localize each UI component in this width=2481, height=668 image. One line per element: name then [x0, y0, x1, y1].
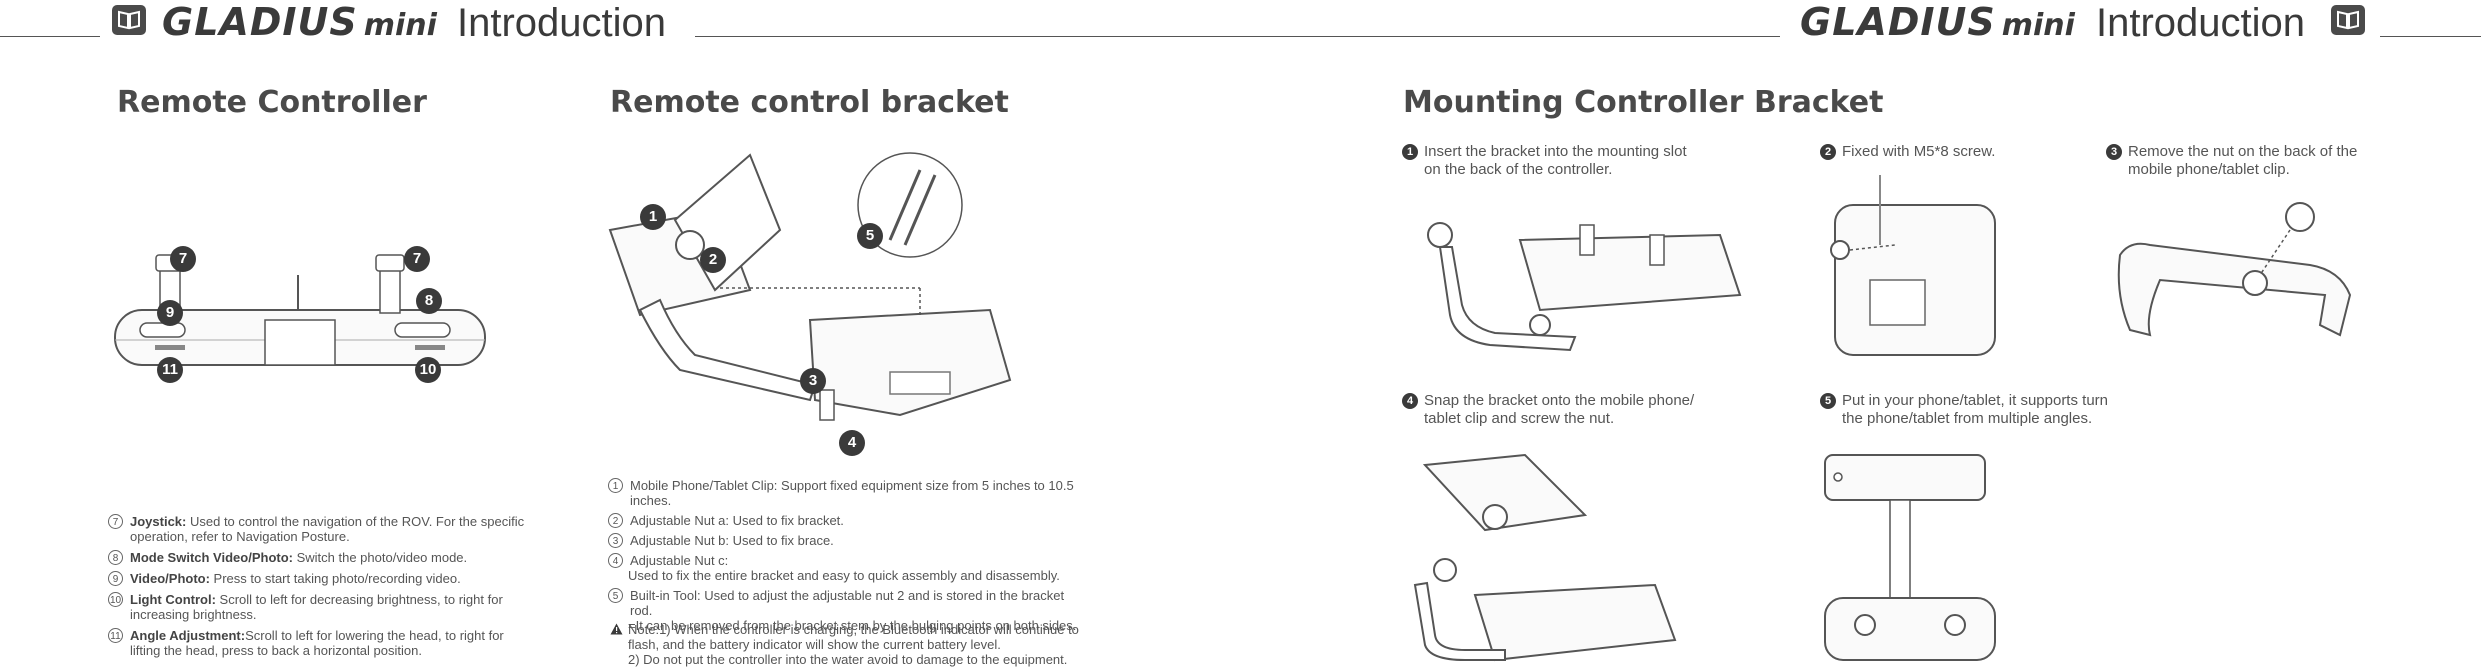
step-text: Put in your phone/tablet, it supports tu…: [1842, 392, 2108, 427]
mounting-step-1: 1 Insert the bracket into the mounting s…: [1402, 143, 1692, 179]
header-rule-left-2: [695, 36, 1780, 37]
callout-1: 1: [640, 204, 666, 230]
mounting-step-5: 5 Put in your phone/tablet, it supports …: [1820, 392, 2120, 428]
legend-text: Switch the photo/video mode.: [292, 550, 468, 565]
remote-controller-title: Remote Controller: [117, 85, 427, 120]
step-5-illustration: [1824, 454, 1996, 661]
section-title-right: Introduction: [2096, 1, 2306, 45]
legend-item-tool: 5 Built-in Tool: Used to adjust the adjus…: [608, 588, 1088, 618]
step-number: 3: [2106, 144, 2122, 160]
callout-10: 10: [415, 357, 441, 383]
legend-text: Used to adjust the adjustable nut 2 and …: [630, 588, 1065, 618]
legend-label: Light Control:: [130, 592, 216, 607]
legend-number: 4: [608, 553, 623, 568]
step-2-illustration: [1830, 175, 1996, 356]
callout-7-right: 7: [404, 246, 430, 272]
brand-main: GLADIUS: [1800, 0, 1996, 44]
legend-label: Built-in Tool:: [630, 588, 701, 603]
legend-item-nut-b: 3 Adjustable Nut b: Used to fix brace.: [608, 533, 1088, 548]
legend-label: Adjustable Nut c:: [630, 553, 729, 568]
legend-label: Mobile Phone/Tablet Clip:: [630, 478, 778, 493]
legend-number: 3: [608, 533, 623, 548]
legend-text: Used to fix bracket.: [729, 513, 844, 528]
step-4-illustration: [1413, 453, 1677, 662]
mounting-step-2: 2 Fixed with M5*8 screw.: [1820, 143, 2070, 161]
mounting-step-3: 3 Remove the nut on the back of the mobi…: [2106, 143, 2386, 179]
step-text: Fixed with M5*8 screw.: [1842, 143, 1996, 160]
note-line-1: Note:1) When the controller is charging,…: [628, 622, 1079, 637]
legend-text: Support fixed equipment size from 5 inch…: [630, 478, 1074, 508]
step-number: 4: [1402, 393, 1418, 409]
legend-label: Angle Adjustment:: [130, 628, 246, 643]
legend-number: 8: [108, 550, 123, 565]
legend-number: 10: [108, 592, 123, 607]
legend-label: Mode Switch Video/Photo:: [130, 550, 293, 565]
callout-2: 2: [700, 247, 726, 273]
bracket-legend: 1 Mobile Phone/Tablet Clip: Support fixed…: [608, 478, 1088, 639]
legend-number: 11: [108, 628, 123, 643]
callout-5: 5: [857, 223, 883, 249]
legend-text: Scroll to left for decreasing brightness…: [130, 592, 503, 622]
legend-label: Joystick:: [130, 514, 187, 529]
legend-text: =It can be removed from the bracket stem…: [628, 618, 1077, 633]
book-icon: [2331, 5, 2365, 35]
callout-3: 3: [800, 368, 826, 394]
legend-text: Used to control the navigation of the RO…: [130, 514, 525, 544]
step-number: 5: [1820, 393, 1836, 409]
legend-text: Scroll to left for lowering the head, to…: [130, 628, 504, 658]
legend-number: 9: [108, 571, 123, 586]
legend-label: Adjustable Nut b:: [630, 533, 730, 548]
bracket-illustration: [608, 152, 1012, 421]
legend-item-joystick: 7 Joystick: Used to control the navigatio…: [108, 514, 528, 544]
book-icon: [112, 5, 146, 35]
bracket-title: Remote control bracket: [610, 85, 1009, 120]
warning-icon: [610, 623, 623, 635]
section-title-left: Introduction: [457, 1, 667, 45]
legend-item-angle-adjustment: 11 Angle Adjustment:Scroll to left for lo…: [108, 628, 528, 658]
legend-item-nut-c: 4 Adjustable Nut c:: [608, 553, 1088, 568]
step-text: Remove the nut on the back of the mobile…: [2128, 143, 2358, 178]
mounting-step-4: 4 Snap the bracket onto the mobile phone…: [1402, 392, 1702, 428]
legend-number: 1: [608, 478, 623, 493]
mounting-title: Mounting Controller Bracket: [1403, 85, 1884, 120]
legend-number: 7: [108, 514, 123, 529]
step-number: 2: [1820, 144, 1836, 160]
legend-item-video-photo: 9 Video/Photo: Press to start taking phot…: [108, 571, 528, 586]
step-text: Insert the bracket into the mounting slo…: [1424, 143, 1687, 178]
legend-label: Adjustable Nut a:: [630, 513, 730, 528]
remote-controller-legend: 7 Joystick: Used to control the navigatio…: [108, 514, 528, 664]
brand-sub: mini: [363, 8, 437, 43]
legend-number: 5: [608, 588, 623, 603]
legend-text: Used to fix brace.: [729, 533, 834, 548]
legend-item-light-control: 10 Light Control: Scroll to left for decr…: [108, 592, 528, 622]
callout-4: 4: [839, 430, 865, 456]
bracket-note: Note:1) When the controller is charging,…: [610, 622, 1090, 667]
note-line-3: 2) Do not put the controller into the wa…: [628, 652, 1068, 667]
note-line-2: flash, and the battery indicator will sh…: [628, 637, 1001, 652]
step-text: Snap the bracket onto the mobile phone/ …: [1424, 392, 1695, 427]
legend-text: Press to start taking photo/recording vi…: [209, 571, 461, 586]
callout-7-left: 7: [170, 246, 196, 272]
header-rule-left-1: [0, 36, 100, 37]
brand-sub: mini: [2001, 8, 2075, 43]
legend-label: Video/Photo:: [130, 571, 210, 586]
callout-9: 9: [157, 300, 183, 326]
legend-item-nut-c-desc: Used to fix the entire bracket and easy …: [608, 568, 1088, 583]
step-3-illustration: [2117, 202, 2352, 337]
step-number: 1: [1402, 144, 1418, 160]
legend-item-tool-desc: =It can be removed from the bracket stem…: [608, 618, 1088, 633]
legend-item-nut-a: 2 Adjustable Nut a: Used to fix bracket.: [608, 513, 1088, 528]
legend-item-clip: 1 Mobile Phone/Tablet Clip: Support fixed…: [608, 478, 1088, 508]
brand-main: GLADIUS: [162, 0, 358, 44]
legend-number: 2: [608, 513, 623, 528]
step-1-illustration: [1427, 222, 1742, 352]
callout-8: 8: [416, 288, 442, 314]
legend-text: Used to fix the entire bracket and easy …: [628, 568, 1060, 583]
header-rule-right: [2380, 36, 2481, 37]
legend-item-mode-switch: 8 Mode Switch Video/Photo: Switch the pho…: [108, 550, 528, 565]
callout-11: 11: [157, 357, 183, 383]
